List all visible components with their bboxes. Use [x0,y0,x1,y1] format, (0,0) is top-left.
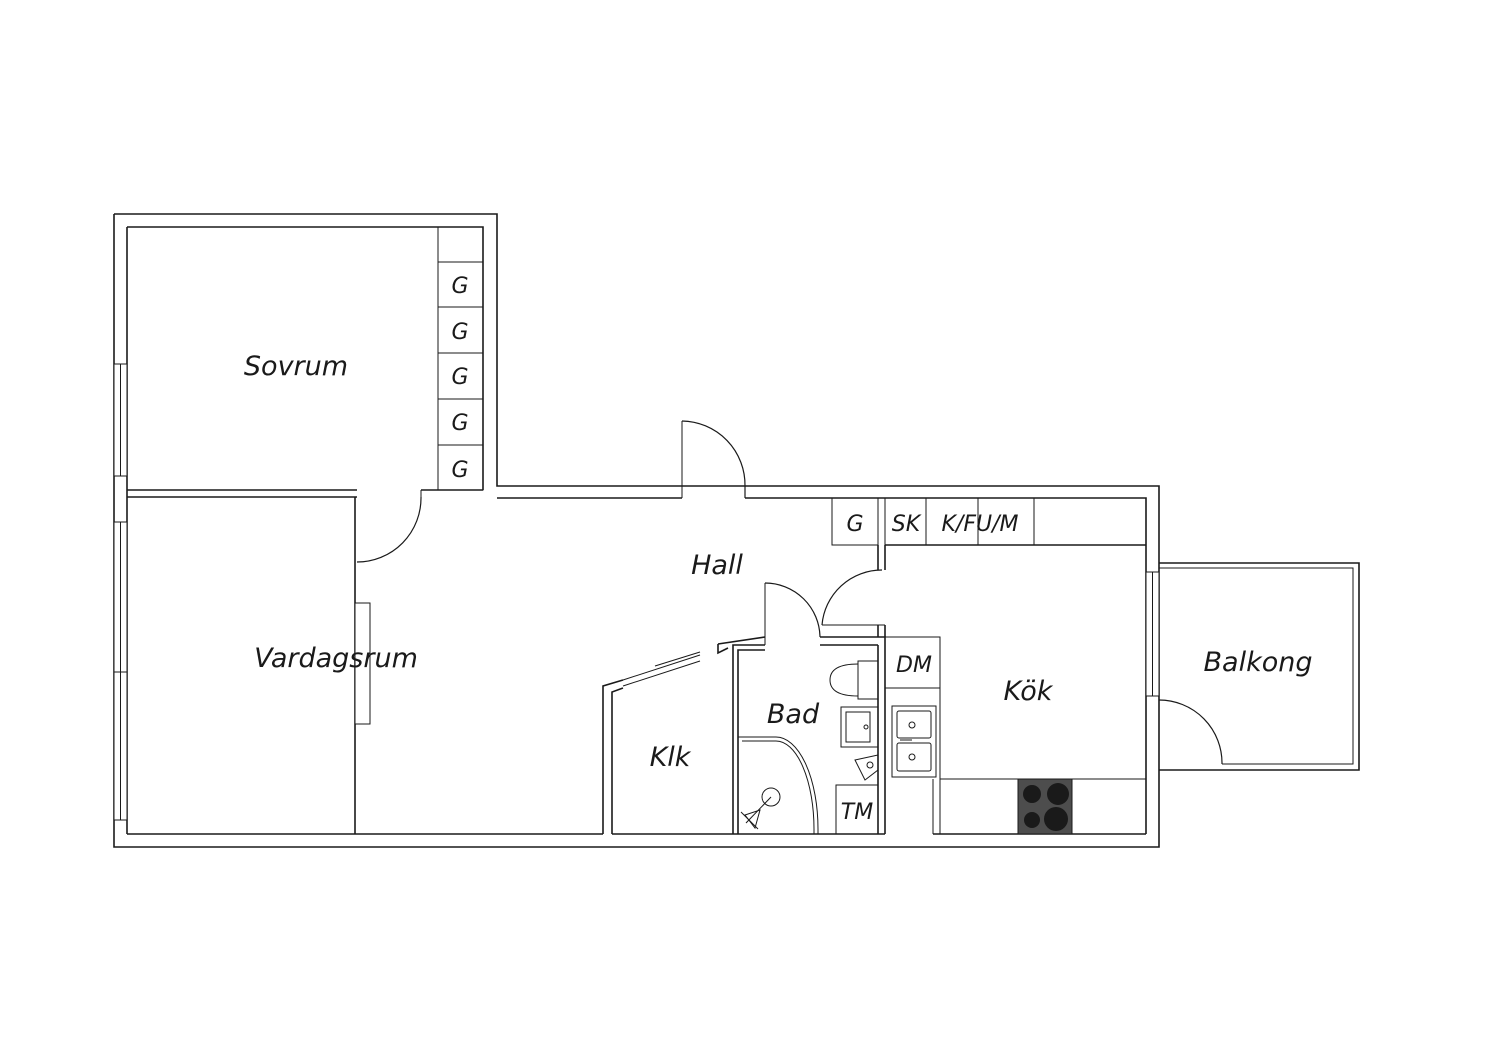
room-label-sovrum: Sovrum [244,351,348,382]
stove-burner [1024,812,1040,828]
toilet-bowl [829,663,859,697]
room-label-klk: Klk [650,742,692,773]
sovrum-wardrobes: G G G G G [437,226,484,491]
door-entrance-arc [681,420,746,498]
dm-label: DM [896,653,932,678]
hall-wardrobe-label: G [846,512,863,537]
stove-burner [1047,783,1069,805]
hall-storage: G SK K/FU/M [831,497,1035,546]
windows [113,363,1160,821]
tm-label: TM [841,800,873,825]
room-label-kok: Kök [1004,676,1054,707]
door-kok-arc [821,569,883,626]
kfu-label: K/FU/M [942,512,1019,537]
wardrobe-label: G [451,458,468,483]
doors [354,420,1223,765]
kitchen-sink [891,705,937,778]
klk-sliding-door [622,654,701,681]
room-label-balkong: Balkong [1204,647,1313,678]
door-sovrum-arc [356,496,422,563]
door-balkong-arc [1158,699,1223,765]
washbasin [840,706,879,748]
toilet-tank [857,660,879,700]
room-labels: Sovrum Vardagsrum Hall Klk Bad Kök Balko… [244,351,1313,773]
wardrobe-label: G [451,365,468,390]
room-label-hall: Hall [691,550,743,581]
shower-head-icon [761,787,781,807]
shower-enclosure [738,736,819,834]
wardrobe-label: G [451,274,468,299]
room-label-bad: Bad [767,699,820,730]
stove-burner [1044,807,1068,831]
bathroom-fixtures: TM [738,660,879,835]
door-bad-arc [764,582,821,638]
wardrobe-label: G [451,411,468,436]
wardrobe-label: G [451,320,468,345]
stove-burner [1023,785,1041,803]
kitchen-fixtures: DM [885,636,1146,835]
sk-label: SK [892,512,922,537]
room-label-vardagsrum: Vardagsrum [254,643,418,674]
wall-niche [354,602,371,725]
